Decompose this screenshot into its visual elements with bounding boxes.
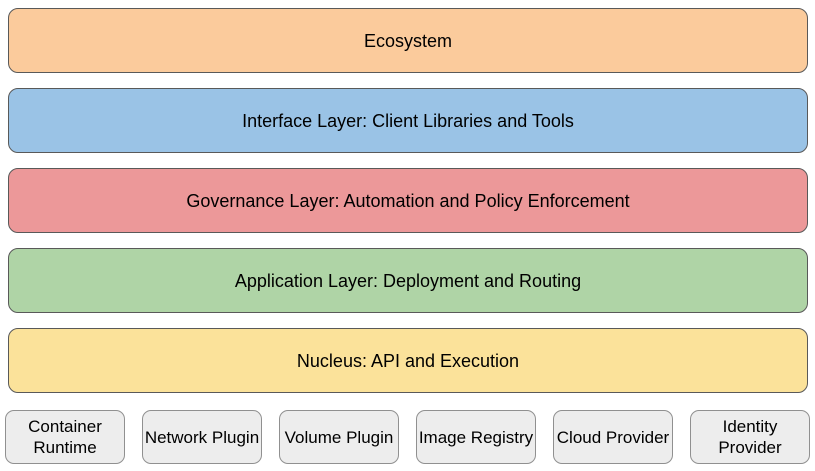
- layer-governance-label: Governance Layer: Automation and Policy …: [186, 190, 630, 211]
- plugin-image-registry: Image Registry: [416, 410, 536, 464]
- layer-application-label: Application Layer: Deployment and Routin…: [234, 270, 582, 291]
- layer-ecosystem-label: Ecosystem: [363, 30, 453, 51]
- plugin-volume-plugin: Volume Plugin: [279, 410, 399, 464]
- layer-interface-label: Interface Layer: Client Libraries and To…: [242, 110, 574, 131]
- layer-stack: Ecosystem Interface Layer: Client Librar…: [8, 8, 808, 393]
- layer-ecosystem: Ecosystem: [8, 8, 808, 73]
- layer-governance: Governance Layer: Automation and Policy …: [8, 168, 808, 233]
- layer-nucleus: Nucleus: API and Execution: [8, 328, 808, 393]
- layer-interface: Interface Layer: Client Libraries and To…: [8, 88, 808, 153]
- plugin-container-runtime: Container Runtime: [5, 410, 125, 464]
- plugin-cloud-provider: Cloud Provider: [553, 410, 673, 464]
- plugin-identity-provider: Identity Provider: [690, 410, 810, 464]
- plugin-network-plugin: Network Plugin: [142, 410, 262, 464]
- plugin-image-registry-label: Image Registry: [418, 427, 534, 447]
- plugin-network-plugin-label: Network Plugin: [144, 427, 260, 447]
- plugin-cloud-provider-label: Cloud Provider: [556, 427, 670, 447]
- plugin-container-runtime-label: Container Runtime: [28, 417, 102, 457]
- plugin-row: Container Runtime Network Plugin Volume …: [5, 410, 810, 464]
- layer-nucleus-label: Nucleus: API and Execution: [296, 350, 520, 371]
- layer-application: Application Layer: Deployment and Routin…: [8, 248, 808, 313]
- plugin-volume-plugin-label: Volume Plugin: [284, 427, 394, 447]
- plugin-identity-provider-label: Identity Provider: [718, 417, 782, 457]
